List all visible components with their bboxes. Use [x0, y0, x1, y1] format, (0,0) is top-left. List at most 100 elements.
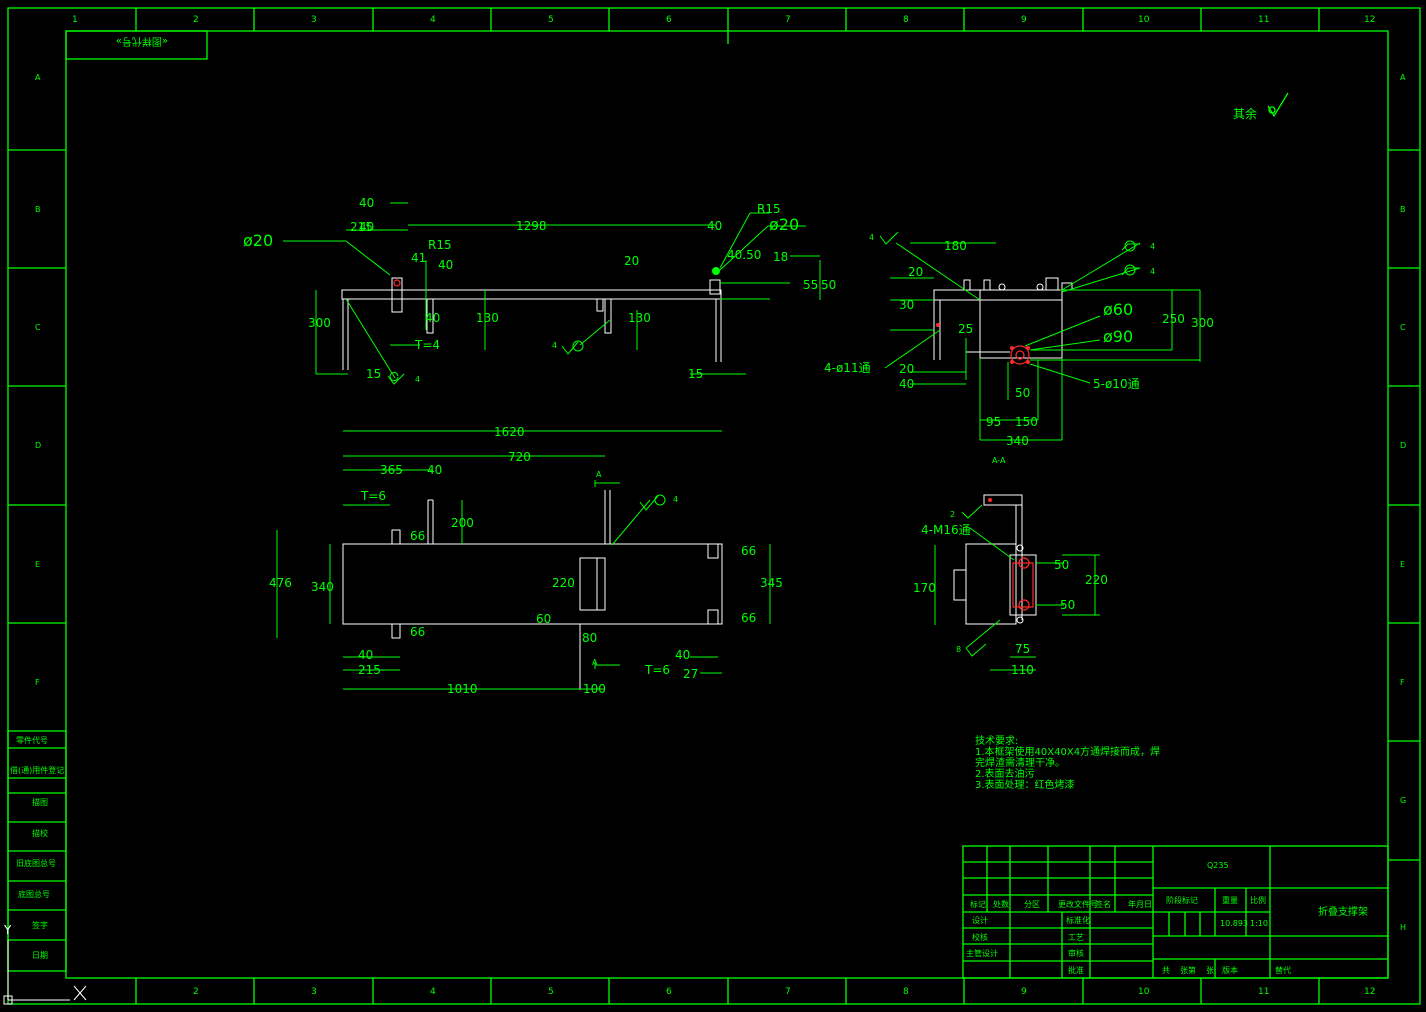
dim-label: 170 — [913, 581, 936, 595]
tb-stage: 重量 — [1222, 895, 1238, 905]
dim-label: 20 — [899, 362, 914, 376]
roughness-symbol-icon — [961, 504, 983, 519]
dim-label: 60 — [536, 612, 551, 626]
strip-label: 日期 — [32, 951, 48, 960]
tb-sheet: 张 — [1206, 966, 1214, 975]
tb-role: 设计 — [972, 915, 988, 925]
dim-label: 215 — [350, 220, 373, 234]
col-label: 4 — [430, 15, 436, 25]
leader-r15-right — [719, 212, 751, 269]
row-label: F — [35, 678, 40, 687]
material-text: Q235 — [1207, 861, 1229, 870]
row-label: F — [1400, 678, 1405, 687]
col-label: 5 — [548, 987, 554, 997]
section-mark: A — [592, 658, 598, 667]
dim-label: T=6 — [644, 663, 670, 677]
tb-weight: 10.893 — [1220, 919, 1248, 928]
dim-label: R15 — [757, 202, 781, 216]
row-label: C — [1400, 323, 1406, 332]
dim-label: 27 — [683, 667, 698, 681]
dim-label: 1298 — [516, 219, 547, 233]
row-label: D — [1400, 441, 1406, 450]
strip-label: 描校 — [32, 828, 48, 838]
col-label: 6 — [666, 987, 672, 997]
left-strip-table: 零件代号 借(通)用件登记 描图 描校 旧底图总号 底图总号 签字 日期 — [7, 730, 67, 972]
row-label: H — [1400, 923, 1406, 932]
dim-label: ø20 — [769, 215, 799, 234]
dim-label: 200 — [451, 516, 474, 530]
col-label: 9 — [1021, 15, 1027, 25]
roughness-value: 4 — [673, 495, 678, 504]
dim-label: 50 — [821, 278, 836, 292]
dim-label: 30 — [899, 298, 914, 312]
dim-label: 50 — [1060, 598, 1075, 612]
tb-stage: 阶段标记 — [1166, 895, 1198, 905]
col-label: 12 — [1364, 987, 1375, 997]
col-label: 10 — [1138, 15, 1150, 25]
row-label: E — [35, 560, 40, 569]
col-label: 1 — [72, 15, 78, 25]
dim-label: 476 — [269, 576, 292, 590]
notes-line: 1.本框架使用40X40X4方通焊接而成，焊 — [975, 745, 1160, 758]
dim-label: R15 — [428, 238, 452, 252]
col-label: 2 — [193, 15, 199, 25]
section-arrow-icon — [594, 662, 620, 669]
stamp-box: «图样代号» — [65, 30, 208, 60]
dim-label: 50 — [1015, 386, 1030, 400]
strip-label: 签字 — [32, 920, 48, 930]
dim-label: 340 — [311, 580, 334, 594]
col-label: 2 — [193, 987, 199, 997]
tb-role: 审核 — [1068, 948, 1084, 958]
row-label: A — [35, 73, 41, 82]
drawing-frame — [7, 7, 1421, 1005]
dim-label: 66 — [741, 544, 756, 558]
dim-label: 40 — [438, 258, 453, 272]
dim-label: 40 — [675, 648, 690, 662]
roughness-note-text: 其余 — [1233, 106, 1257, 121]
roughness-symbol-icon — [387, 372, 405, 385]
dim-label: 180 — [944, 239, 967, 253]
row-label: C — [35, 323, 41, 332]
tb-header: 年月日 — [1128, 899, 1152, 909]
dim-label: 18 — [773, 250, 788, 264]
strip-label: 旧底图总号 — [16, 858, 56, 868]
dim-label: 95 — [986, 415, 1001, 429]
front-view: 40 40 215 1298 40 R15 ø20 ø20 R15 41 40 … — [243, 196, 836, 385]
dim-label: 5-ø10通 — [1093, 377, 1140, 391]
section-view-a-a: 180 20 30 25 ø60 ø90 250 300 4-ø11通 20 4… — [824, 231, 1214, 465]
dim-label: 75 — [1015, 642, 1030, 656]
col-label: 11 — [1258, 987, 1269, 997]
dim-label: 66 — [410, 529, 425, 543]
dim-label: 215 — [358, 663, 381, 677]
dim-label: 66 — [741, 611, 756, 625]
dim-label: 365 — [380, 463, 403, 477]
dim-label: 130 — [628, 311, 651, 325]
section-mark: A — [596, 470, 602, 479]
title-block: Q235 折叠支撑架 标记 处数 分区 更改文件号 签名 年月日 阶段标记 重量… — [962, 845, 1389, 979]
dim-label: 20 — [908, 265, 923, 279]
dim-label: 40 — [359, 220, 374, 234]
dim-label: 720 — [508, 450, 531, 464]
col-label: 9 — [1021, 987, 1027, 997]
dim-label: 150 — [1015, 415, 1038, 429]
dim-label: 40 — [427, 463, 442, 477]
frame-column-labels-bottom: 2 3 4 5 6 7 8 9 10 11 12 — [193, 987, 1375, 997]
notes-line: 2.表面去油污 — [975, 767, 1035, 780]
front-left-bracket — [391, 277, 403, 313]
roughness-value: 4 — [869, 233, 874, 242]
dim-label: 220 — [552, 576, 575, 590]
tb-header: 分区 — [1024, 900, 1040, 909]
tb-role: 工艺 — [1068, 933, 1084, 942]
dim-label: 25 — [958, 322, 973, 336]
notes-title: 技术要求: — [975, 734, 1018, 747]
col-label: 8 — [903, 15, 909, 25]
dim-label: 41 — [411, 251, 426, 265]
strip-label: 描图 — [32, 797, 48, 807]
tb-header: 处数 — [993, 899, 1009, 909]
roughness-symbol-icon — [1121, 243, 1140, 251]
roughness-symbol-icon — [1121, 267, 1140, 276]
dim-label: 55 — [803, 278, 818, 292]
tb-header: 更改文件号 — [1058, 899, 1098, 909]
roughness-symbol-icon — [639, 495, 659, 511]
dim-label: 250 — [1162, 312, 1185, 326]
